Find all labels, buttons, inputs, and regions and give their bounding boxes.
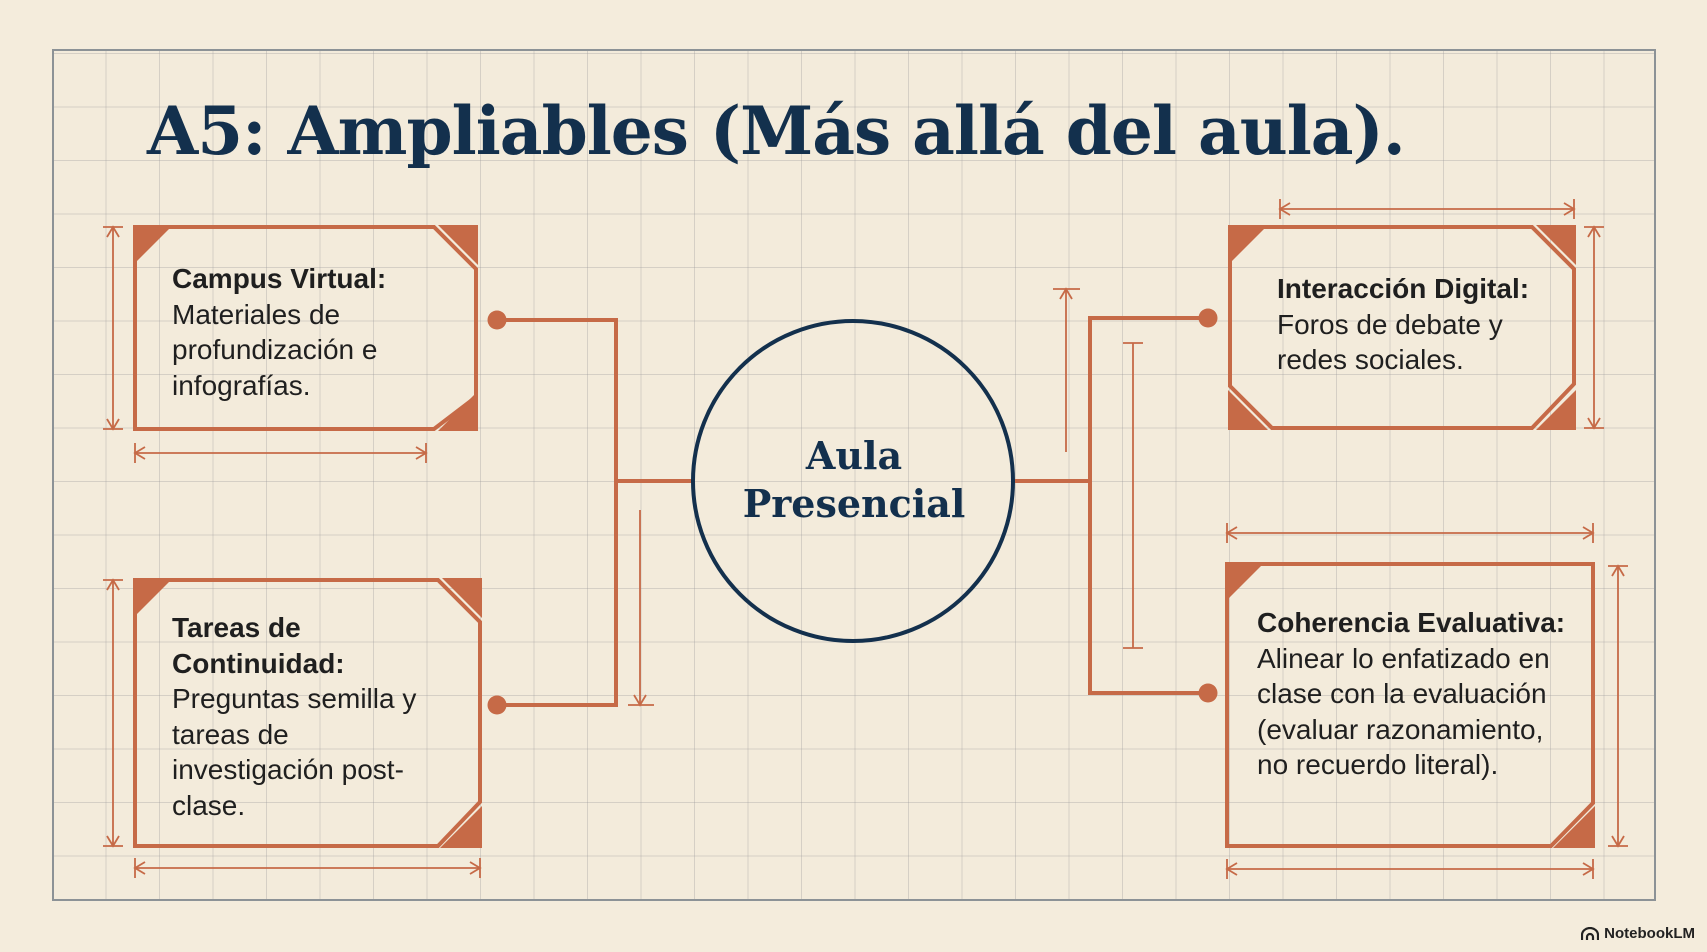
card-frame-campus-virtual: [133, 225, 478, 431]
card-coherencia-evaluativa: Coherencia Evaluativa: Alinear lo enfati…: [1257, 605, 1577, 783]
card-body: Foros de debate y redes sociales.: [1277, 308, 1503, 376]
card-heading: Campus Virtual:: [172, 263, 387, 294]
dimension-lines: [103, 199, 1628, 879]
notebooklm-logo-icon: [1581, 926, 1600, 940]
page-title: A5: Ampliables (Más allá del aula).: [147, 92, 1406, 170]
card-heading: Coherencia Evaluativa:: [1257, 607, 1566, 638]
card-frame-coherencia-evaluativa: [1225, 562, 1595, 848]
card-frame-interaccion-digital: [1228, 225, 1576, 430]
center-node-line2: Presencial: [742, 481, 966, 526]
blueprint-grid-frame: [52, 49, 1656, 901]
center-node-label: Aula Presencial: [694, 432, 1014, 528]
aula-presencial-circle: [691, 319, 1015, 643]
card-campus-virtual: Campus Virtual: Materiales de profundiza…: [172, 261, 442, 403]
card-body: Preguntas semilla y tareas de investigac…: [172, 683, 417, 821]
card-frame-tareas-continuidad: [133, 578, 482, 848]
brand-label: NotebookLM: [1604, 925, 1695, 942]
card-heading: Interacción Digital:: [1277, 273, 1530, 304]
connector-lines: [497, 316, 1208, 707]
card-heading: Tareas de Continuidad:: [172, 612, 345, 679]
connector-dots: [487, 308, 1218, 715]
card-body: Materiales de profundización e infografí…: [172, 298, 378, 401]
notebooklm-watermark: NotebookLM: [1581, 925, 1695, 942]
card-interaccion-digital: Interacción Digital: Foros de debate y r…: [1277, 271, 1562, 378]
card-tareas-continuidad: Tareas de Continuidad: Preguntas semilla…: [172, 610, 457, 823]
corner-decorations: [133, 225, 1595, 848]
card-body: Alinear lo enfatizado en clase con la ev…: [1257, 642, 1550, 781]
center-node-line1: Aula: [805, 433, 903, 478]
